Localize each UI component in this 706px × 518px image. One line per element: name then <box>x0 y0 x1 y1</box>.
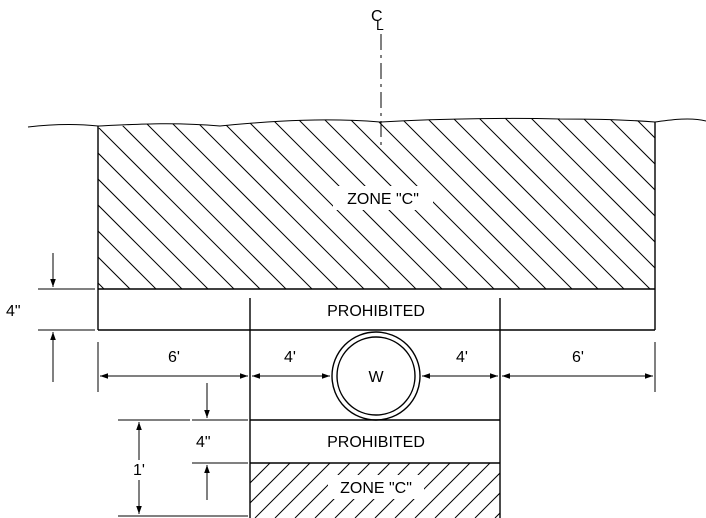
hatch-line <box>392 118 573 289</box>
upper-zone-c: ZONE "C" <box>0 110 706 289</box>
upper-zone-label: ZONE "C" <box>347 191 419 208</box>
centerline: C L <box>371 8 384 150</box>
lower-zone-hatch <box>175 463 610 518</box>
hatch-line <box>236 118 417 289</box>
dim-depth: 1' <box>118 419 248 517</box>
hatch-line <box>0 110 78 289</box>
hatch-line <box>98 118 261 289</box>
hatch-line <box>294 463 351 518</box>
hatch-line <box>366 118 547 289</box>
ground-surface-line <box>27 117 706 128</box>
hatch-line <box>98 118 235 289</box>
hatch-line <box>535 463 590 518</box>
dim-band-thickness-left-label: 4" <box>6 303 21 320</box>
hatch-line <box>470 118 651 289</box>
dim-lower-band: 4" <box>192 383 248 500</box>
hatch-line <box>132 118 313 289</box>
hatch-line <box>515 463 570 518</box>
centerline-subscript: L <box>376 17 384 33</box>
pipe-label: W <box>368 369 384 386</box>
hatch-line <box>474 492 500 518</box>
dim-right-clear-label: 4' <box>456 349 468 366</box>
water-pipe: W <box>331 331 421 421</box>
hatch-line <box>210 118 391 289</box>
hatch-line <box>444 118 625 289</box>
hatch-line <box>414 463 471 518</box>
lower-zone-c: ZONE "C" <box>175 463 610 518</box>
hatch-line <box>274 463 331 518</box>
lower-prohibited-label: PROHIBITED <box>327 434 425 451</box>
hatch-line <box>494 512 500 518</box>
hatch-line <box>98 118 183 289</box>
hatch-line <box>106 118 287 289</box>
hatch-line <box>418 118 599 289</box>
hatch-line <box>600 118 655 289</box>
lower-prohibited-band: PROHIBITED <box>250 419 500 464</box>
hatch-line <box>522 118 655 289</box>
hatch-line <box>98 118 105 289</box>
hatch-line <box>574 118 655 289</box>
dim-band-thickness-left: 4" <box>6 253 95 382</box>
hatch-line <box>250 463 271 484</box>
hatch-line <box>679 110 706 289</box>
dim-left-offset-label: 6' <box>168 349 180 366</box>
dim-left-clear-label: 4' <box>284 349 296 366</box>
hatch-line <box>496 118 655 289</box>
hatch-line <box>184 118 365 289</box>
centerline-symbol: C <box>371 8 383 25</box>
dim-right-offset-label: 6' <box>572 349 584 366</box>
lower-zone-label: ZONE "C" <box>340 480 412 497</box>
hatch-line <box>548 118 655 289</box>
upper-prohibited-label: PROHIBITED <box>327 303 425 320</box>
dim-horizontal-row: 6' 4' 4' 6' <box>97 342 656 392</box>
hatch-line <box>434 463 491 518</box>
hatch-line <box>98 118 157 289</box>
upper-prohibited-band: PROHIBITED <box>97 288 656 331</box>
dim-depth-label: 1' <box>133 462 145 479</box>
hatch-line <box>98 118 209 289</box>
hatch-line <box>175 463 230 518</box>
hatch-line <box>254 463 311 518</box>
hatch-line <box>250 463 291 504</box>
hatch-line <box>98 118 131 289</box>
hatch-line <box>652 118 655 289</box>
hatch-line <box>555 463 610 518</box>
hatch-line <box>250 463 251 464</box>
hatch-line <box>158 118 339 289</box>
hatch-line <box>454 472 500 518</box>
dim-lower-band-label: 4" <box>196 434 211 451</box>
